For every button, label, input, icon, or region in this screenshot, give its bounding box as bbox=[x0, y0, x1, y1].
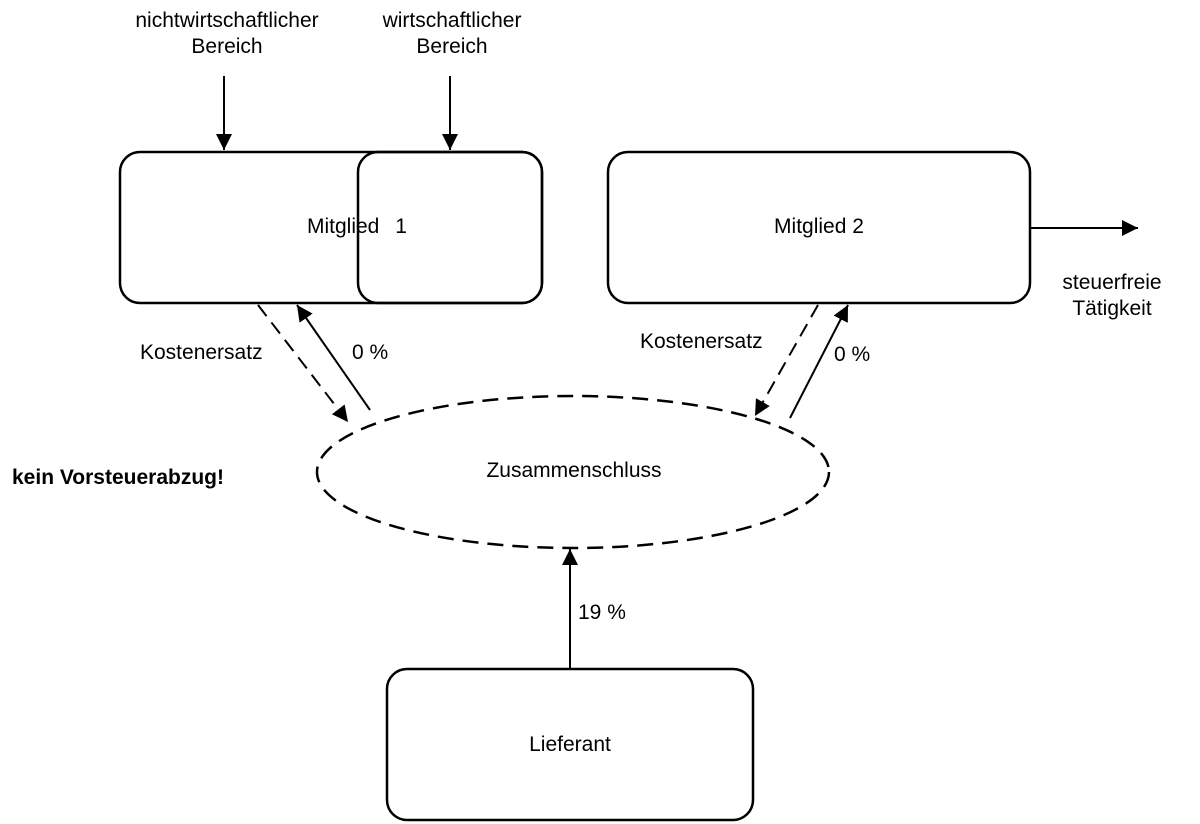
arrow-member1-rate bbox=[296, 304, 371, 411]
label-non-economic-line2: Bereich bbox=[191, 35, 263, 58]
member2-cost-label: Kostenersatz bbox=[640, 330, 763, 353]
label-economic: wirtschaftlicher Bereich bbox=[383, 8, 522, 60]
label-economic-line1: wirtschaftlicher bbox=[382, 9, 522, 32]
supplier-box bbox=[385, 667, 755, 822]
association-label: Zusammenschluss bbox=[486, 459, 662, 482]
arrow-member2-cost bbox=[754, 304, 819, 417]
tax-free-line1: steuerfreie bbox=[1062, 271, 1162, 294]
supplier-label: Lieferant bbox=[529, 733, 611, 756]
arrow-member2-rate bbox=[789, 304, 849, 419]
member1-rate-label: 0 % bbox=[352, 341, 389, 364]
member2-box bbox=[606, 150, 1032, 305]
member2-rate-label: 0 % bbox=[834, 343, 871, 366]
label-non-economic-line1: nichtwirtschaftlicher bbox=[135, 9, 319, 32]
association-ellipse bbox=[315, 394, 831, 550]
supplier-rate-label: 19 % bbox=[578, 601, 626, 624]
member1-economic-box bbox=[356, 150, 544, 305]
tax-free-label: steuerfreie Tätigkeit bbox=[1062, 270, 1161, 322]
label-non-economic: nichtwirtschaftlicher Bereich bbox=[135, 8, 318, 60]
member1-label: Mitglied 1 bbox=[307, 215, 407, 238]
arrow-member1-cost bbox=[257, 304, 349, 423]
warning-label: kein Vorsteuerabzug! bbox=[12, 466, 224, 489]
member2-label: Mitglied 2 bbox=[774, 215, 864, 238]
member1-cost-label: Kostenersatz bbox=[140, 341, 263, 364]
tax-free-line2: Tätigkeit bbox=[1072, 297, 1152, 320]
label-economic-line2: Bereich bbox=[416, 35, 488, 58]
